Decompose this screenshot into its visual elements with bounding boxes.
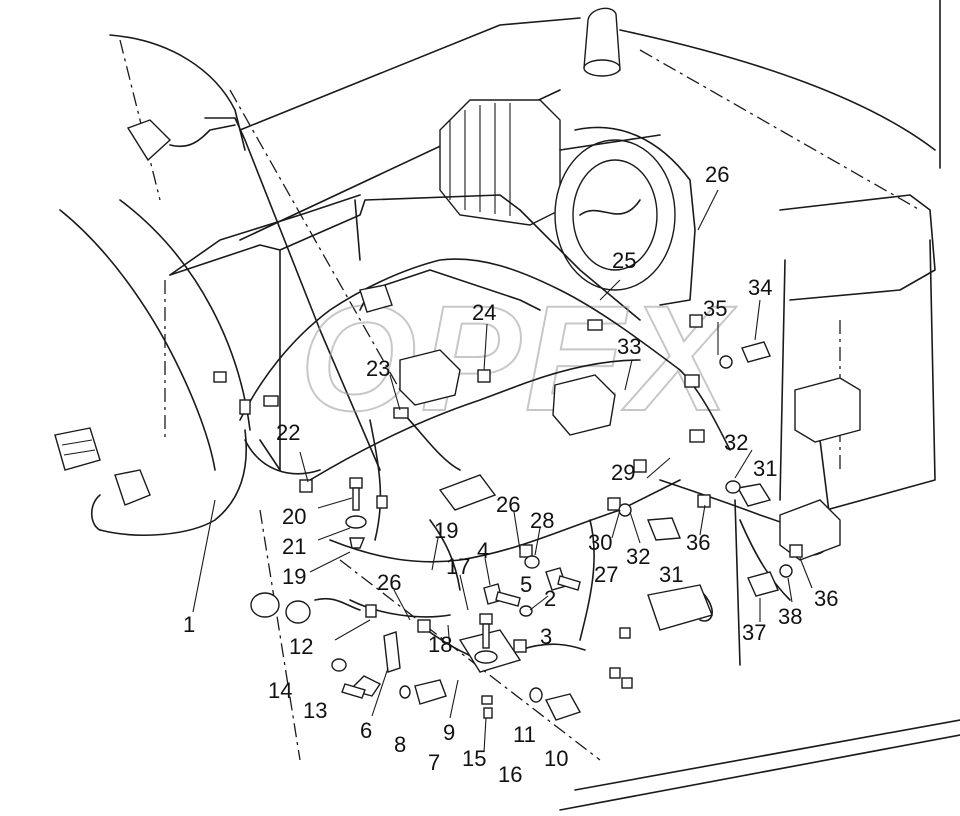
callout-32-lower: 32 <box>626 544 650 569</box>
callout-20: 20 <box>282 504 306 529</box>
callout-13: 13 <box>303 698 327 723</box>
callout-21: 21 <box>282 534 306 559</box>
callout-15: 15 <box>462 746 486 771</box>
upper-left-housing <box>126 117 381 471</box>
callout-19-lower: 19 <box>282 564 306 589</box>
callout-9: 9 <box>443 720 455 745</box>
callout-34: 34 <box>748 275 772 300</box>
callout-7: 7 <box>428 750 440 775</box>
callout-37: 37 <box>742 620 766 645</box>
exhaust-stack <box>583 7 621 77</box>
callout-18: 18 <box>428 632 452 657</box>
callout-3: 3 <box>540 624 552 649</box>
callout-38: 38 <box>778 604 802 629</box>
callout-labels: 1 2 3 4 5 6 7 8 9 10 11 12 13 14 15 16 1… <box>183 162 838 787</box>
callout-11: 11 <box>513 722 536 747</box>
callout-16: 16 <box>498 762 522 787</box>
callout-24: 24 <box>472 300 496 325</box>
callout-31-lower: 31 <box>659 562 683 587</box>
engine-block <box>169 194 641 471</box>
callout-22: 22 <box>276 420 300 445</box>
callout-36-left: 36 <box>686 530 710 555</box>
callout-17: 17 <box>446 554 470 579</box>
leader-lines <box>192 189 813 753</box>
callout-33: 33 <box>617 334 641 359</box>
fasteners <box>331 341 793 721</box>
callout-6: 6 <box>360 718 372 743</box>
callout-29: 29 <box>611 460 635 485</box>
callout-26-middle: 26 <box>496 492 520 517</box>
callout-1: 1 <box>183 612 195 637</box>
starter-motor-assembly <box>439 99 696 306</box>
callout-8: 8 <box>394 732 406 757</box>
callout-2: 2 <box>544 586 556 611</box>
callout-31-upper: 31 <box>753 456 777 481</box>
callout-10: 10 <box>544 746 568 771</box>
callout-30: 30 <box>588 530 612 555</box>
callout-26-lower: 26 <box>377 570 401 595</box>
callout-28: 28 <box>530 508 554 533</box>
callout-32-upper: 32 <box>724 430 748 455</box>
callout-36-right: 36 <box>814 586 838 611</box>
callout-23: 23 <box>366 356 390 381</box>
callout-5: 5 <box>520 572 532 597</box>
callout-12: 12 <box>289 634 313 659</box>
callout-25: 25 <box>612 248 636 273</box>
callout-19-upper: 19 <box>434 518 458 543</box>
callout-4: 4 <box>477 538 489 563</box>
callout-35: 35 <box>703 296 727 321</box>
callout-26-top: 26 <box>705 162 729 187</box>
callout-14: 14 <box>268 678 292 703</box>
callout-27: 27 <box>594 562 618 587</box>
